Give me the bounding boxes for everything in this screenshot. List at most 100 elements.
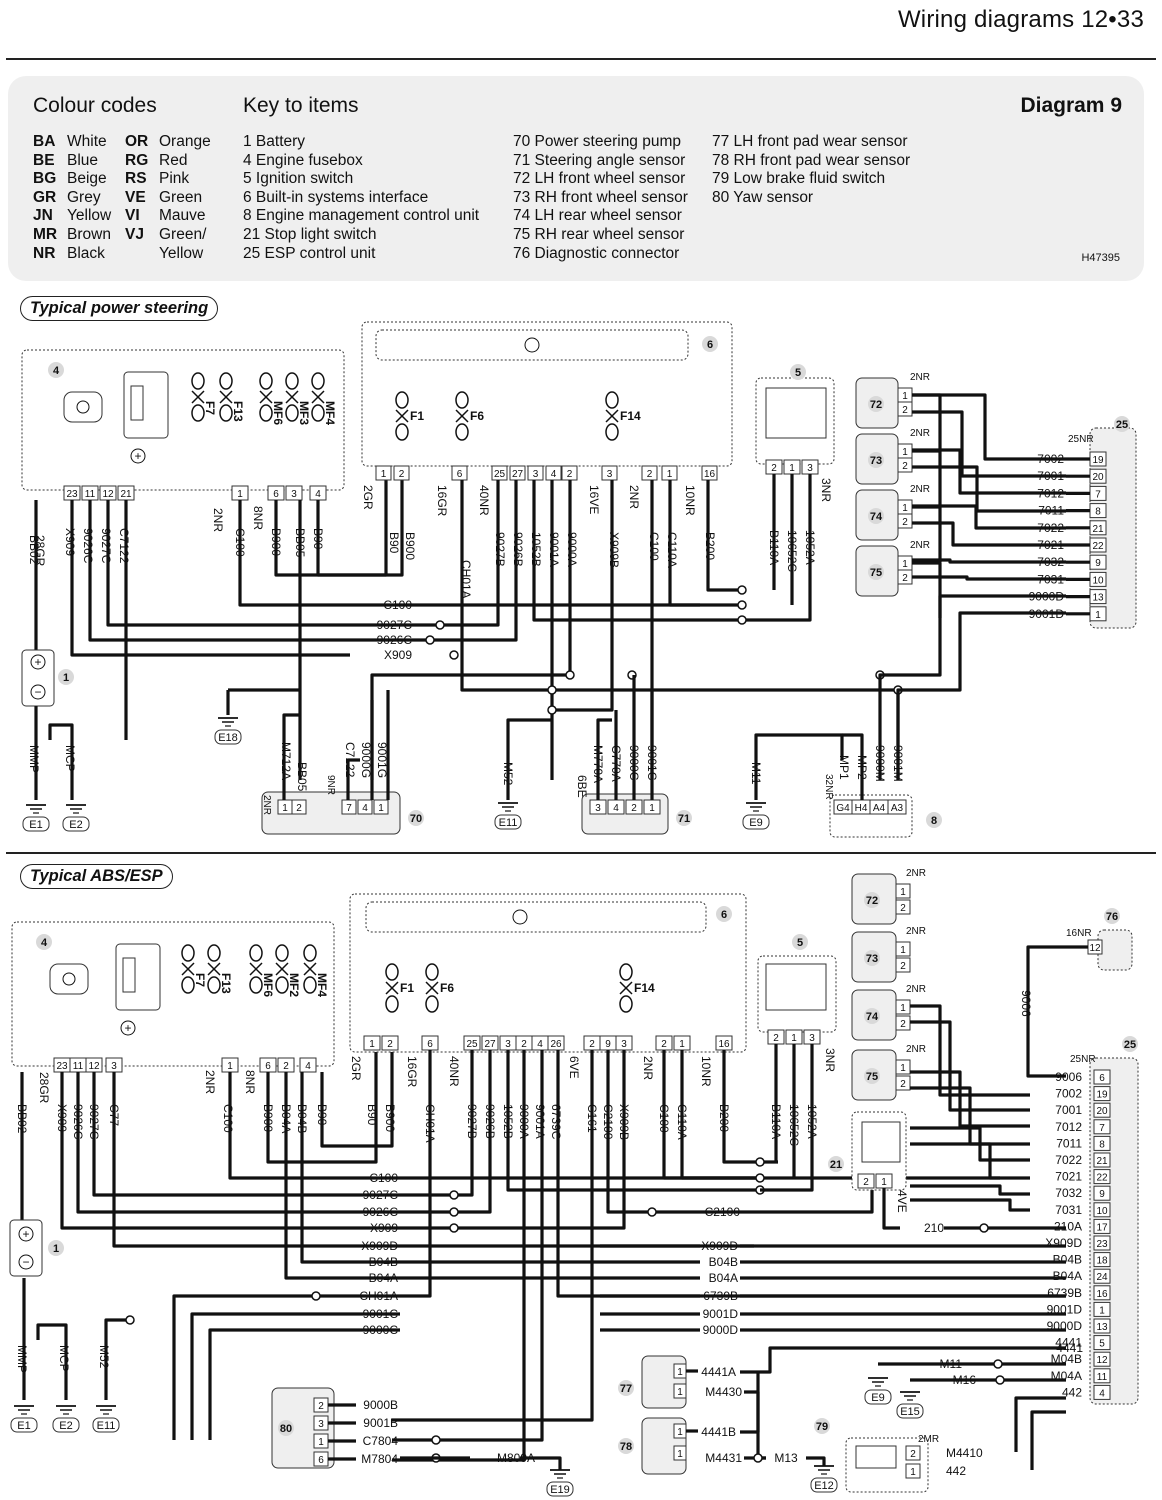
component-badge [408,810,424,826]
component-number: 8 [931,815,937,827]
splice-dot [737,615,747,625]
splice-dot [979,1223,989,1233]
sensor-esp-wire [910,1004,1030,1097]
splice-dot [425,635,435,645]
sensor-esp-wire [910,1020,1030,1112]
sensor-esp-wire [910,1198,1030,1212]
pin-cell [381,1035,399,1051]
pin-number: 2 [900,1079,906,1090]
pin-number: 26 [550,1039,562,1050]
wire-label: 9026B [511,532,525,567]
sensor-esp-wire [912,410,1066,478]
wire-c2100 [606,1050,874,1214]
fuse-icon [455,409,469,423]
component-badge [278,1420,294,1436]
wire-m4410 [1014,1396,1066,1452]
pin-number: 7 [1099,1123,1105,1134]
component-number: 4 [53,365,60,377]
pin-number: 1 [902,503,908,514]
pin-number: 4 [315,489,321,500]
sensor-esp-wire [910,1142,1030,1180]
component-number: 21 [830,1159,842,1171]
wire-label: 9001G [375,742,389,778]
pin-number: 6 [1099,1073,1105,1084]
earth-label: E9 [749,817,762,829]
wire-label: C110A [665,532,679,568]
fuse-icon [455,423,469,441]
pin-cell [1093,1169,1111,1185]
wire-label: 4VE [895,1190,909,1213]
pin-number: 3 [621,1039,627,1050]
component-badge [828,1156,844,1172]
battery-icon [21,649,55,707]
bus-label: 210 [924,1221,944,1235]
pin-cell [1093,1335,1111,1351]
wire-m712a [282,713,300,800]
wire-label: 9000A [565,532,579,567]
pin-cell [375,465,392,481]
wire-label: M13 [774,1451,798,1465]
bus-label: B04B [709,1255,738,1269]
component-badge [676,810,692,826]
pin-number: 2 [771,463,777,474]
pin-number: 1 [789,463,795,474]
component-badge [36,934,52,950]
wire-4441a [740,1346,1066,1374]
fuse-label: F13 [219,973,233,994]
fuse-label: F7 [203,401,217,415]
connector-label: 2NR [910,540,930,551]
component-number: 78 [620,1441,632,1453]
esp-wire-label: 7001 [1055,1103,1082,1117]
colour-codes-heading: Colour codes [33,94,157,117]
battery-minus-icon: − [22,1255,29,1269]
pin-cell [1093,1301,1111,1317]
pin-number: 6 [273,489,279,500]
colour-code: OR [125,133,149,150]
component-badge [716,906,732,922]
wire-label: B90 [387,532,401,554]
wire-label: 4441B [701,1425,736,1439]
component-badge [702,336,718,352]
wire-c7122 [346,758,360,800]
pin-cell [895,1059,911,1075]
fuse-icon [191,404,205,422]
component-number: 72 [870,399,882,411]
component-number: 6 [721,909,727,921]
wire-9001d [896,611,1066,780]
wire-label: C100 [233,528,247,557]
pin-number: 12 [102,489,114,500]
fuse-label: F7 [193,973,207,987]
fuse-icon [275,976,289,994]
pin-number: 2 [318,1401,324,1412]
pin-number: 2 [902,461,908,472]
bus-label: 9000D [703,1323,739,1337]
fuse-icon [219,372,233,390]
esp-wire-label: 7021 [1055,1170,1082,1184]
pin-number: 1 [902,447,908,458]
sensor-esp-wire [912,521,1066,547]
pin-number: 5 [1099,1339,1105,1350]
fuse-icon [303,944,317,962]
earth-tag [22,816,50,832]
pin-number: 22 [1092,541,1104,552]
wire-label: B90 [311,528,325,550]
pin-number: 3 [595,803,601,814]
pin-cell [363,1035,381,1051]
pin-number: 2 [902,517,908,528]
pin-cell [1093,1252,1111,1268]
fuse-icon [605,391,619,409]
fuse-icon [385,995,399,1013]
fuse-icon [219,390,233,404]
sensor-esp-wire [910,1070,1030,1128]
wire-9026b [454,1050,492,1214]
wire-label: B200 [703,532,717,560]
colour-name: Pink [159,170,190,188]
pin-number: 6 [457,469,463,480]
pin-number: 16 [1096,1289,1108,1300]
relay-coil-icon [130,385,144,421]
pin-cell [451,465,468,481]
pin-cell [895,899,911,915]
pin-number: 16 [718,1039,730,1050]
